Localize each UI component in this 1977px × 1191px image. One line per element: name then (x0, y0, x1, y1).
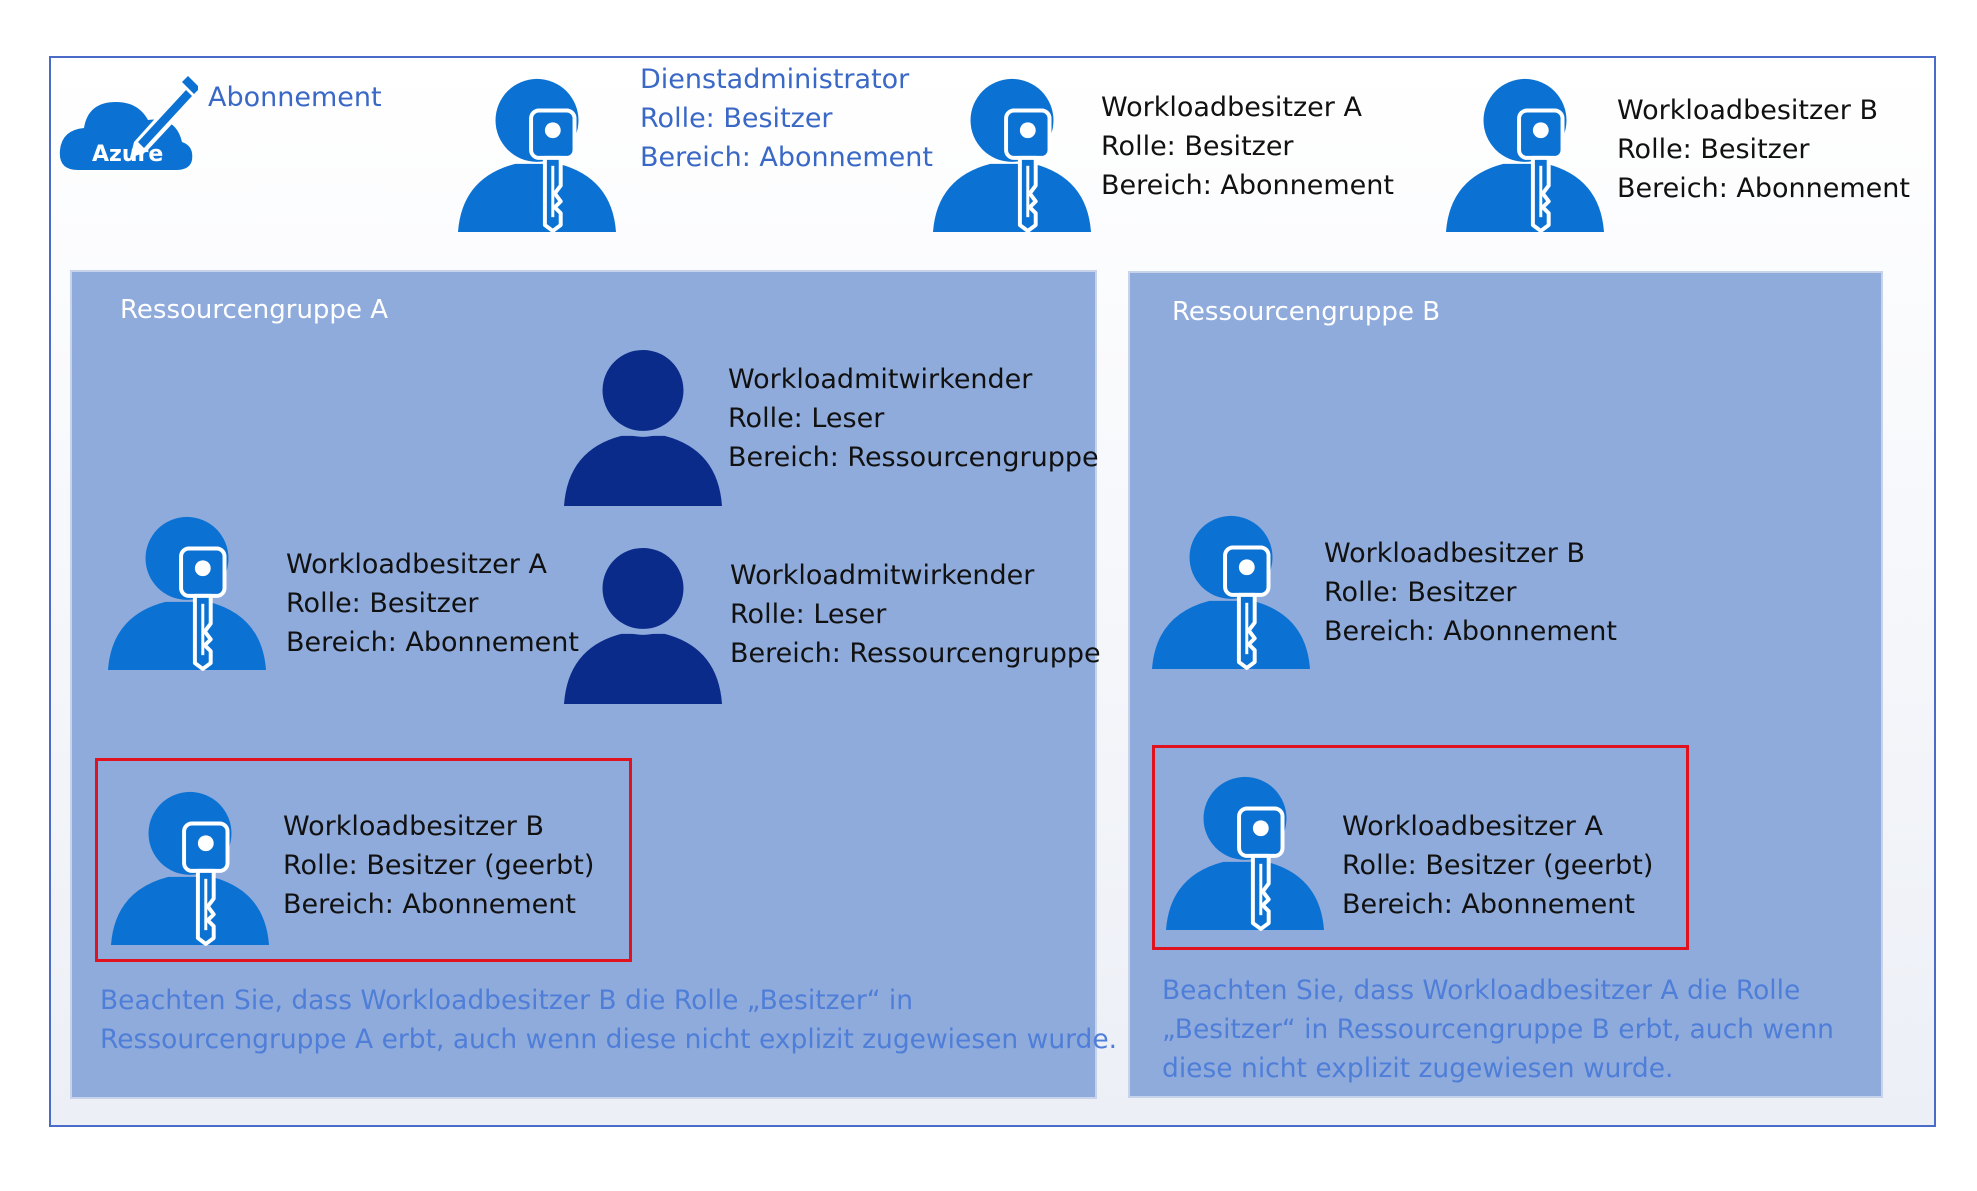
person-with-key-icon (108, 506, 266, 671)
person-with-key-icon (458, 68, 616, 233)
group-a-note: Beachten Sie, dass Workloadbesitzer B di… (100, 985, 1118, 1055)
service-admin-label: Dienstadministrator Rolle: Besitzer Bere… (640, 64, 933, 173)
contributor-1-label: Workloadmitwirkender Rolle: Leser Bereic… (728, 364, 1099, 473)
resource-group-b-title: Ressourcengruppe B (1172, 297, 1441, 327)
person-with-key-icon (1446, 68, 1604, 233)
contributor-2-label: Workloadmitwirkender Rolle: Leser Bereic… (730, 560, 1101, 669)
group-b-owner-label: Workloadbesitzer B Rolle: Besitzer Berei… (1324, 538, 1617, 647)
subscription-label: Abonnement (208, 82, 382, 113)
azure-logo-text: Azure (92, 142, 164, 167)
resource-group-a-title: Ressourcengruppe A (120, 295, 388, 325)
group-a-owner-label: Workloadbesitzer A Rolle: Besitzer Berei… (286, 549, 579, 658)
inherited-highlight-a (95, 758, 632, 962)
inherited-highlight-b (1152, 745, 1689, 950)
person-with-key-icon (1152, 505, 1310, 670)
azure-cloud-pencil-icon (58, 70, 200, 174)
workload-owner-a-label: Workloadbesitzer A Rolle: Besitzer Berei… (1101, 92, 1394, 201)
person-with-key-icon (111, 781, 269, 946)
resource-group-b (1128, 271, 1883, 1098)
group-b-note: Beachten Sie, dass Workloadbesitzer A di… (1162, 975, 1834, 1084)
person-with-key-icon (933, 68, 1091, 233)
person-with-key-icon (1166, 766, 1324, 931)
person-icon (564, 342, 722, 507)
group-b-inherited-label: Workloadbesitzer A Rolle: Besitzer (geer… (1342, 811, 1654, 920)
group-a-inherited-label: Workloadbesitzer B Rolle: Besitzer (geer… (283, 811, 595, 920)
person-icon (564, 540, 722, 705)
workload-owner-b-label: Workloadbesitzer B Rolle: Besitzer Berei… (1617, 95, 1910, 204)
